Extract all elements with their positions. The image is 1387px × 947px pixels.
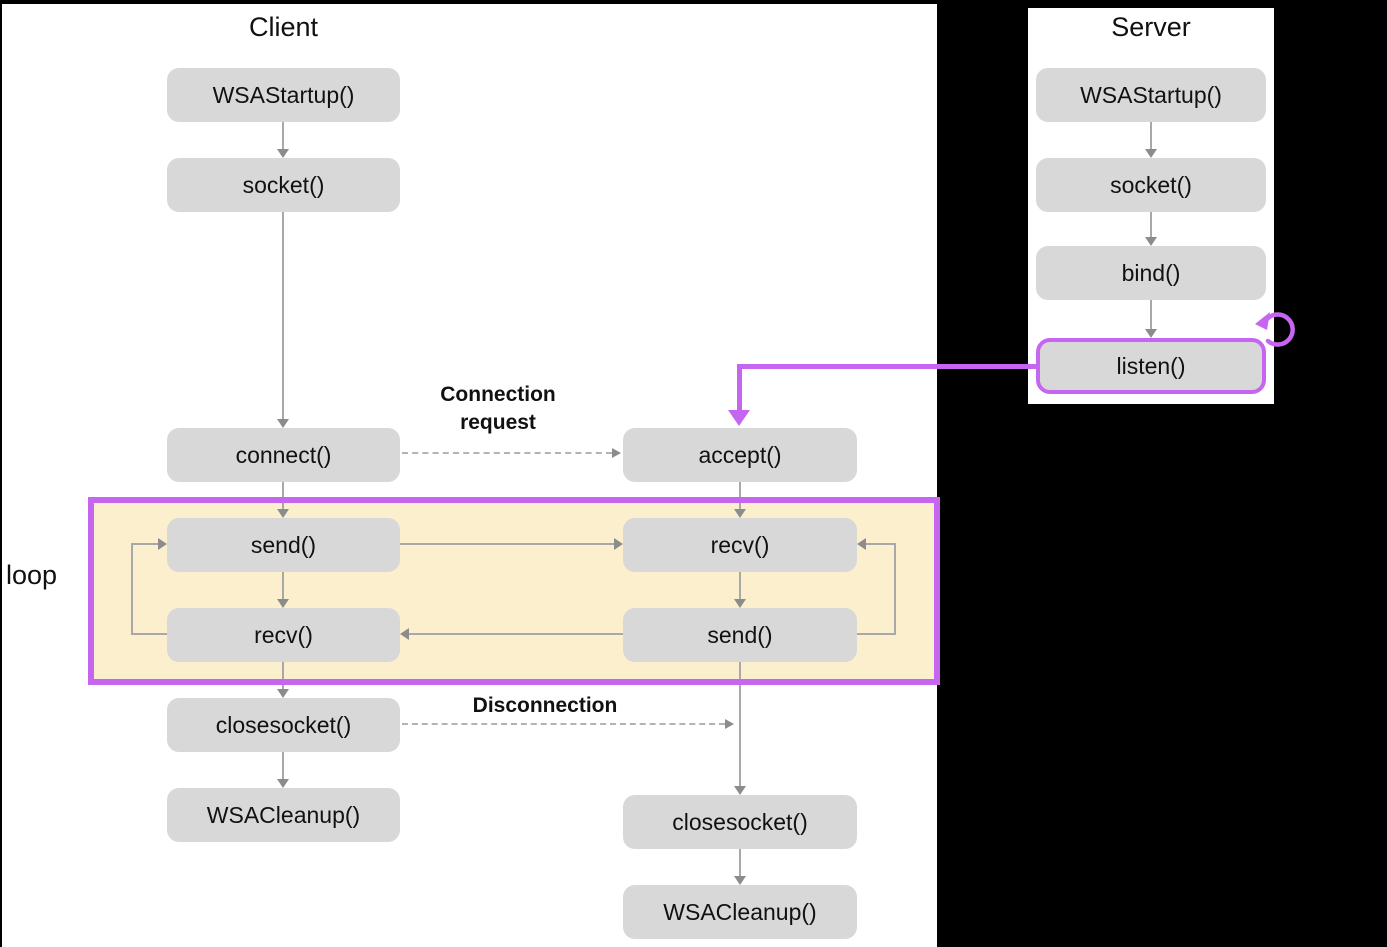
left-loopback-arrow	[132, 538, 167, 550]
listen-to-accept-horizontal-segment	[737, 364, 1036, 369]
arrow-client-closesocket-to-wsacleanup	[277, 752, 289, 788]
arrow-client-send-to-server-recv	[400, 538, 623, 550]
loop-region-border	[88, 497, 940, 685]
loop-label: loop	[6, 560, 58, 590]
connection-request-line1: Connection	[440, 383, 556, 406]
arrow-server-recv-to-send	[734, 572, 746, 608]
server-box-wsastartup: WSAStartup()	[1036, 68, 1266, 122]
connection-request-dashed-arrow	[402, 448, 621, 458]
arrow-accept-to-recv	[734, 482, 746, 518]
client-box-wsacleanup: WSACleanup()	[167, 788, 400, 842]
connection-request-line2: request	[460, 411, 536, 434]
arrow-sv-wsastartup-to-socket	[1145, 122, 1157, 158]
disconnection-label: Disconnection	[472, 694, 618, 717]
client-box-wsastartup: WSAStartup()	[167, 68, 400, 122]
arrow-server-send-to-client-recv	[400, 628, 623, 640]
arrow-client-recv-to-closesocket	[277, 662, 289, 698]
disconnection-dashed-arrow	[402, 719, 734, 729]
server-box-listen: listen()	[1036, 338, 1266, 394]
arrow-client-connect-to-send	[277, 482, 289, 518]
listen-self-loop-icon	[1255, 312, 1295, 347]
arrow-sv-socket-to-bind	[1145, 212, 1157, 246]
right-loopback-vertical-segment	[894, 543, 896, 635]
listen-to-accept-arrowhead	[728, 410, 750, 426]
arrow-client-send-to-recv	[277, 572, 289, 608]
client-box-send: send()	[167, 518, 400, 572]
client-box-socket: socket()	[167, 158, 400, 212]
right-loopback-bottom-segment	[857, 633, 896, 635]
left-loopback-bottom-segment	[132, 633, 167, 635]
mid-box-send: send()	[623, 608, 857, 662]
left-loopback-vertical-segment	[131, 543, 133, 635]
right-loopback-arrow	[857, 538, 896, 550]
arrow-server-send-to-closesocket	[734, 662, 746, 795]
server-box-bind: bind()	[1036, 246, 1266, 300]
client-title: Client	[248, 12, 319, 42]
arrow-client-wsastartup-to-socket	[277, 122, 289, 158]
listen-to-accept-vertical-segment	[737, 364, 742, 411]
arrow-server-closesocket-to-wsacleanup	[734, 848, 746, 885]
mid-box-wsacleanup: WSACleanup()	[623, 885, 857, 939]
mid-box-closesocket: closesocket()	[623, 795, 857, 849]
mid-box-accept: accept()	[623, 428, 857, 482]
mid-box-recv: recv()	[623, 518, 857, 572]
arrow-sv-bind-to-listen	[1145, 300, 1157, 338]
server-title: Server	[1111, 12, 1191, 42]
server-box-socket: socket()	[1036, 158, 1266, 212]
connection-request-label: Connection request	[398, 381, 598, 437]
client-box-closesocket: closesocket()	[167, 698, 400, 752]
client-box-connect: connect()	[167, 428, 400, 482]
client-box-recv: recv()	[167, 608, 400, 662]
arrow-client-socket-to-connect	[277, 212, 289, 428]
